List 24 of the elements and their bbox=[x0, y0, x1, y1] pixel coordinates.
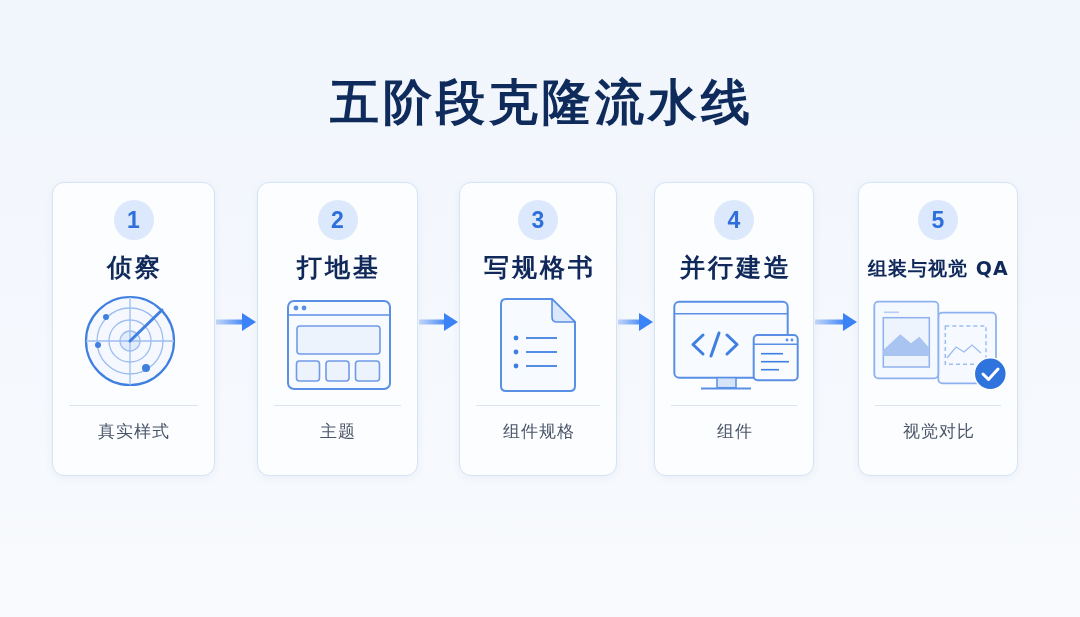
step-caption: 组件 bbox=[715, 420, 753, 443]
step-title: 打地基 bbox=[295, 252, 381, 284]
step-card bbox=[52, 182, 215, 476]
arrow bbox=[419, 313, 458, 331]
arrow bbox=[618, 313, 653, 331]
number-badge: 5 bbox=[918, 200, 958, 240]
step-card bbox=[654, 182, 814, 476]
step-title: 写规格书 bbox=[482, 252, 596, 284]
step-caption: 真实样式 bbox=[97, 420, 170, 443]
number-badge: 2 bbox=[317, 200, 358, 240]
step-caption: 视觉对比 bbox=[901, 420, 975, 443]
step-title: 并行建造 bbox=[678, 252, 792, 284]
step-caption: 主题 bbox=[319, 420, 356, 443]
step-card bbox=[257, 182, 418, 476]
step-caption: 组件规格 bbox=[501, 420, 575, 443]
number-badge: 4 bbox=[714, 200, 754, 240]
page-title: 五阶段克隆流水线 bbox=[329, 73, 754, 133]
arrow bbox=[815, 313, 857, 331]
number-badge: 3 bbox=[518, 200, 558, 240]
number-badge: 1 bbox=[113, 200, 154, 240]
step-title: 侦察 bbox=[105, 252, 163, 284]
step-title: 组装与视觉 QA bbox=[867, 256, 1009, 281]
step-card bbox=[459, 182, 617, 476]
step-card bbox=[858, 182, 1018, 476]
